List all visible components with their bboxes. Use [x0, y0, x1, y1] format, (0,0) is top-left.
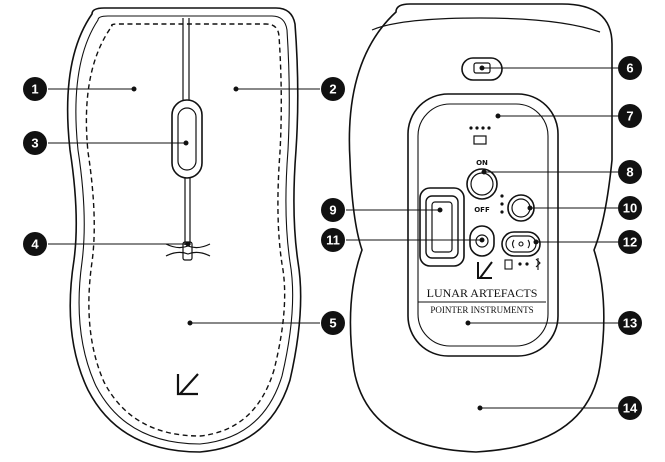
- bottom-logo-icon: [477, 261, 493, 279]
- top-dashed-seam: [85, 23, 286, 437]
- scroll-wheel[interactable]: [171, 99, 203, 179]
- pair-status-dots: [500, 194, 504, 214]
- callout-5: 5: [321, 311, 345, 335]
- callout-2: 2: [321, 77, 345, 101]
- base-plate: [407, 93, 559, 357]
- switch-off-label: OFF: [474, 206, 490, 214]
- svg-text:4: 4: [31, 237, 39, 252]
- svg-text:14: 14: [623, 401, 638, 416]
- svg-text:9: 9: [329, 203, 336, 218]
- svg-text:12: 12: [623, 235, 637, 250]
- svg-text:8: 8: [626, 165, 633, 180]
- svg-text:5: 5: [329, 316, 336, 331]
- brand-line-1: LUNAR ARTEFACTS: [427, 286, 538, 300]
- connection-selector[interactable]: [501, 231, 541, 257]
- usb-port[interactable]: [461, 57, 503, 81]
- callout-9: 9: [321, 198, 345, 222]
- svg-text:1: 1: [31, 82, 38, 97]
- callout-4: 4: [23, 232, 47, 256]
- switch-on-label: ON: [476, 159, 488, 167]
- callout-6: 6: [618, 56, 642, 80]
- bottom-body-outline: [348, 3, 613, 453]
- brand-line-2: POINTER INSTRUMENTS: [430, 305, 533, 315]
- top-body-inner-outline: [75, 15, 294, 445]
- battery-indicator-icon: [469, 126, 491, 130]
- svg-text:3: 3: [31, 136, 38, 151]
- svg-text:2: 2: [329, 82, 336, 97]
- top-body-outline: [66, 7, 302, 453]
- sensor-window: [419, 187, 465, 267]
- mode-icons-row: [504, 258, 541, 270]
- svg-text:10: 10: [623, 201, 637, 216]
- callout-10: 10: [618, 196, 642, 220]
- mode-button[interactable]: [469, 225, 495, 257]
- svg-text:13: 13: [623, 316, 637, 331]
- mouse-bottom-view: [348, 3, 613, 453]
- svg-text:7: 7: [626, 109, 633, 124]
- callout-14: 14: [618, 396, 642, 420]
- callout-7: 7: [618, 104, 642, 128]
- callout-13: 13: [618, 311, 642, 335]
- svg-text:11: 11: [326, 233, 340, 248]
- wireless-icon: [511, 239, 531, 249]
- callout-11: 11: [321, 228, 345, 252]
- top-logo-icon: [176, 373, 199, 396]
- leader-lines: [48, 65, 618, 411]
- callout-12: 12: [618, 230, 642, 254]
- mouse-top-view: [66, 7, 302, 453]
- svg-text:6: 6: [626, 61, 633, 76]
- callout-3: 3: [23, 131, 47, 155]
- callout-8: 8: [618, 160, 642, 184]
- power-switch[interactable]: [466, 168, 498, 200]
- callout-1: 1: [23, 77, 47, 101]
- bottom-body-top-band: [371, 17, 601, 33]
